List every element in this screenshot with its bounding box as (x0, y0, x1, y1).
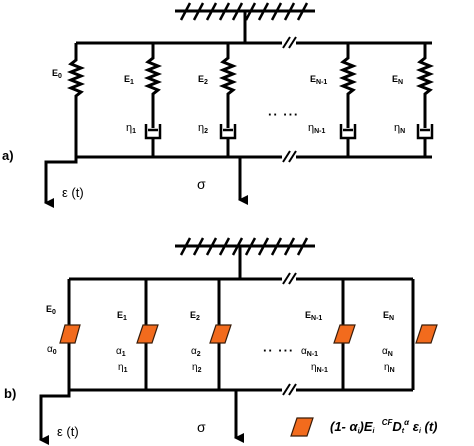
break-marks-b (282, 272, 297, 396)
springpot-elements-b (59, 324, 438, 437)
spring-label-en1: EN-1 (310, 74, 328, 87)
dashpot-label-etan: ηN (394, 122, 406, 136)
strain-lead-a (44, 157, 78, 208)
maxwell-branch-1-a (143, 43, 163, 157)
eta-label-n1: ηN-1 (311, 362, 328, 375)
strain-label-b: ε (t) (57, 424, 79, 439)
springpot-n1 (333, 324, 356, 344)
dashpot-label-eta1: η1 (126, 122, 137, 136)
spring-label-e1: E1 (124, 74, 134, 87)
maxwell-branch-n-a (415, 43, 435, 157)
spring-label-e0: E0 (52, 68, 62, 81)
spring-label-en: EN (392, 74, 404, 87)
eta-label-n: ηN (384, 362, 395, 375)
eta-label-2: η2 (192, 362, 202, 375)
maxwell-branch-2-a (218, 43, 238, 157)
ellipsis-a: ·· ··· (268, 107, 300, 122)
panel-a-circuit (44, 2, 435, 208)
spring-e0-a (66, 43, 86, 157)
ground-hatch-b (179, 237, 309, 256)
legend-springpot-formula: (1- αi)Ei CFDtα εi (t) (330, 418, 438, 436)
modulus-label-en1: EN-1 (305, 310, 323, 323)
springpot-1 (136, 324, 159, 344)
eta-label-1: η1 (118, 362, 128, 375)
springpot-n (415, 324, 438, 344)
break-marks-a (282, 36, 297, 163)
panel-b-label: b) (4, 386, 17, 401)
legend-springpot-icon (290, 417, 314, 437)
maxwell-branch-n1-a (338, 43, 358, 157)
alpha-label-1: α1 (116, 346, 126, 359)
modulus-label-e0: E0 (46, 304, 56, 317)
panel-b-circuit (39, 237, 415, 445)
dashpot-label-eta2: η2 (198, 122, 209, 136)
alpha-label-2: α2 (191, 346, 201, 359)
spring-label-e2: E2 (198, 74, 208, 87)
alpha-label-n: αN (382, 346, 393, 359)
modulus-label-en: EN (383, 310, 395, 323)
springpot-0 (59, 324, 81, 344)
alpha-label-n1: αN-1 (301, 346, 319, 359)
stress-label-b: σ (197, 419, 206, 435)
ellipsis-b: ·· ··· (263, 343, 295, 358)
stress-label-a: σ (197, 176, 206, 192)
dashpot-label-etan1: ηN-1 (308, 122, 326, 136)
ground-hatch-a (179, 2, 309, 21)
panel-a-label: a) (2, 148, 14, 163)
alpha-label-0: α0 (47, 344, 57, 357)
strain-lead-b (39, 390, 71, 445)
springpot-2 (209, 324, 232, 344)
strain-label-a: ε (t) (62, 185, 84, 200)
modulus-label-e1: E1 (117, 310, 127, 323)
modulus-label-e2: E2 (190, 310, 200, 323)
